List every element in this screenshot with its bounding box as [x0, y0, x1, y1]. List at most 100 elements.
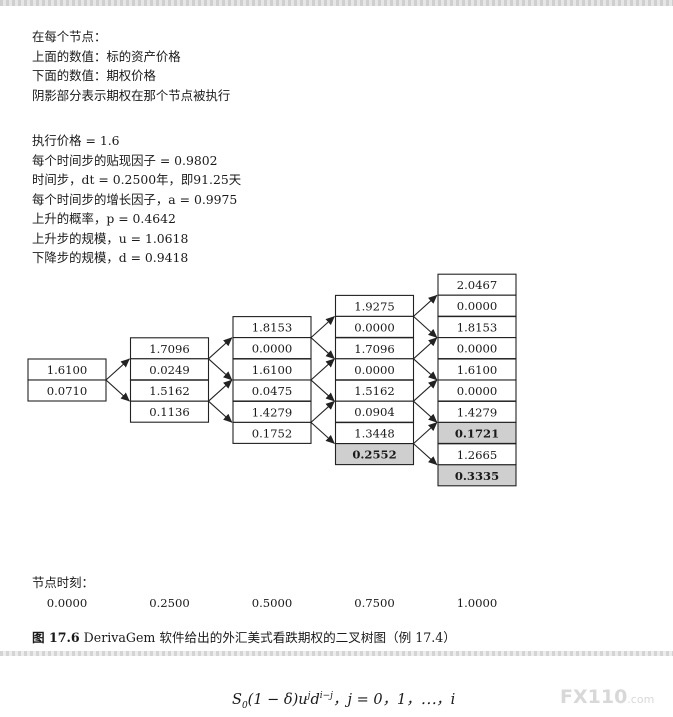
asset-price-value: 1.5162: [149, 384, 190, 398]
option-price-value: 0.0000: [457, 299, 498, 313]
down-branch-arrow: [413, 400, 438, 423]
option-price-value: 0.0000: [354, 363, 395, 377]
asset-price-value: 1.8153: [457, 321, 498, 335]
down-branch-arrow: [413, 443, 438, 466]
formula-tail: ，j = 0，1，⋯，i: [332, 692, 456, 708]
formula-s-sub: 0: [241, 700, 248, 711]
option-cell: [27, 379, 107, 402]
option-price-value: 0.3335: [455, 469, 499, 483]
asset-price-value: 1.7096: [354, 342, 395, 356]
time-value: 0.2500: [149, 596, 190, 610]
down-branch-arrow: [413, 315, 438, 339]
note-line: 下面的数值：期权价格: [32, 68, 156, 83]
down-branch-arrow: [310, 337, 335, 360]
down-branch-arrow: [208, 358, 233, 381]
down-branch-arrow: [310, 379, 335, 402]
down-branch-arrow: [105, 379, 130, 402]
option-price-value: 0.1136: [149, 405, 190, 419]
option-cell-exercised: [334, 443, 415, 466]
asset-price-value: 1.5162: [354, 384, 395, 398]
formula-mid: (1 − δ)u: [247, 692, 308, 708]
figure-caption: 图 17.6 DerivaGem 软件给出的外汇美式看跌期权的二叉树图（例 17…: [32, 627, 456, 646]
tree-node: 1.8153 0.0000: [437, 316, 517, 360]
param-u: 上升步的规模，u = 1.0618: [32, 230, 189, 246]
down-branch-arrow: [413, 358, 438, 381]
tree-node: 1.7096 0.0000: [334, 337, 415, 381]
formula-u-sup: j: [307, 691, 311, 702]
time-value: 0.5000: [251, 596, 293, 610]
legend-notes: 在每个节点： 上面的数值：标的资产价格 下面的数值：期权价格 阴影部分表示期权在…: [32, 27, 230, 105]
up-branch-arrow: [310, 358, 335, 381]
asset-price-value: 1.2665: [457, 448, 498, 462]
asset-price-value: 1.3448: [354, 427, 395, 441]
param-discount: 每个时间步的贴现因子 = 0.9802: [32, 152, 218, 168]
tree-node: 1.5162 0.0904: [334, 379, 415, 423]
option-price-value: 0.0710: [47, 384, 88, 398]
up-branch-arrow: [413, 421, 438, 445]
time-value: 0.7500: [354, 596, 395, 610]
up-branch-arrow: [413, 337, 438, 360]
up-branch-arrow: [413, 294, 438, 317]
site-watermark: FX110.com: [560, 686, 654, 708]
tree-node: 1.7096 0.0249: [129, 337, 210, 381]
option-price-value: 0.0000: [457, 384, 498, 398]
up-branch-arrow: [105, 358, 130, 381]
asset-price-value: 1.8153: [252, 321, 293, 335]
tree-node: 1.9275 0.0000: [334, 294, 415, 338]
note-line: 阴影部分表示期权在那个节点被执行: [32, 87, 231, 103]
option-price-value: 0.0904: [354, 405, 395, 419]
watermark-suffix: .com: [627, 693, 655, 706]
asset-price-value: 1.6100: [47, 363, 88, 377]
tree-node: 1.6100 0.0000: [437, 358, 517, 402]
watermark-brand: FX110: [560, 686, 628, 708]
option-price-value: 0.1721: [455, 426, 499, 440]
note-line: 上面的数值：标的资产价格: [32, 48, 181, 64]
binomial-tree-diagram: 1.6100 0.0710 1.7096 0.0249 1.5162 0.1136 1.81…: [27, 273, 517, 487]
parameter-list: 执行价格 = 1.6 每个时间步的贴现因子 = 0.9802 时间步，dt = …: [32, 131, 241, 268]
option-price-value: 0.0000: [457, 342, 498, 356]
option-price-value: 0.2552: [352, 448, 396, 462]
tree-node: 1.4279 0.1752: [232, 400, 312, 444]
tree-node: 2.0467 0.0000: [437, 273, 517, 317]
formula: S0(1 − δ)ujdi−j，j = 0，1，⋯，i: [232, 688, 455, 711]
note-line: 在每个节点：: [32, 29, 107, 44]
asset-price-value: 1.6100: [252, 363, 293, 377]
down-branch-arrow: [208, 400, 233, 423]
param-d: 下降步的规模，d = 0.9418: [32, 250, 189, 265]
asset-price-value: 1.7096: [149, 342, 190, 356]
param-dt: 时间步，dt = 0.2500年，即91.25天: [32, 172, 242, 187]
param-p: 上升的概率，p = 0.4642: [32, 211, 176, 226]
top-rule: [0, 0, 673, 6]
up-branch-arrow: [310, 315, 335, 339]
figure-number: 图 17.6: [32, 630, 80, 645]
option-price-value: 0.1752: [252, 426, 293, 440]
asset-price-value: 1.4279: [252, 405, 293, 419]
option-cell: [129, 400, 210, 423]
option-cell-exercised: [437, 464, 517, 487]
formula-d: d: [310, 692, 320, 708]
down-branch-arrow: [310, 421, 335, 445]
option-price-value: 0.0249: [149, 363, 190, 377]
tree-node: 1.8153 0.0000: [232, 316, 312, 360]
up-branch-arrow: [413, 379, 438, 402]
option-price-value: 0.0000: [252, 342, 293, 356]
time-axis-label: 节点时刻：: [32, 575, 94, 590]
time-value: 1.0000: [456, 596, 498, 610]
asset-price-value: 1.6100: [457, 363, 498, 377]
up-branch-arrow: [208, 337, 233, 360]
param-strike: 执行价格 = 1.6: [32, 133, 120, 148]
formula-s: S: [232, 692, 242, 708]
up-branch-arrow: [208, 379, 233, 402]
asset-price-value: 2.0467: [457, 278, 498, 292]
option-price-value: 0.0000: [354, 320, 395, 334]
asset-price-value: 1.9275: [354, 299, 395, 313]
formula-d-sup: i−j: [319, 691, 333, 702]
tree-node: 1.2665 0.3335: [437, 443, 517, 487]
option-cell: [232, 421, 312, 444]
tree-node: 1.6100 0.0710: [27, 358, 107, 402]
time-value: 0.0000: [46, 596, 88, 610]
option-price-value: 0.0475: [252, 384, 293, 398]
bottom-rule: [0, 651, 673, 656]
caption-text: DerivaGem 软件给出的外汇美式看跌期权的二叉树图（例 17.4）: [83, 630, 456, 645]
